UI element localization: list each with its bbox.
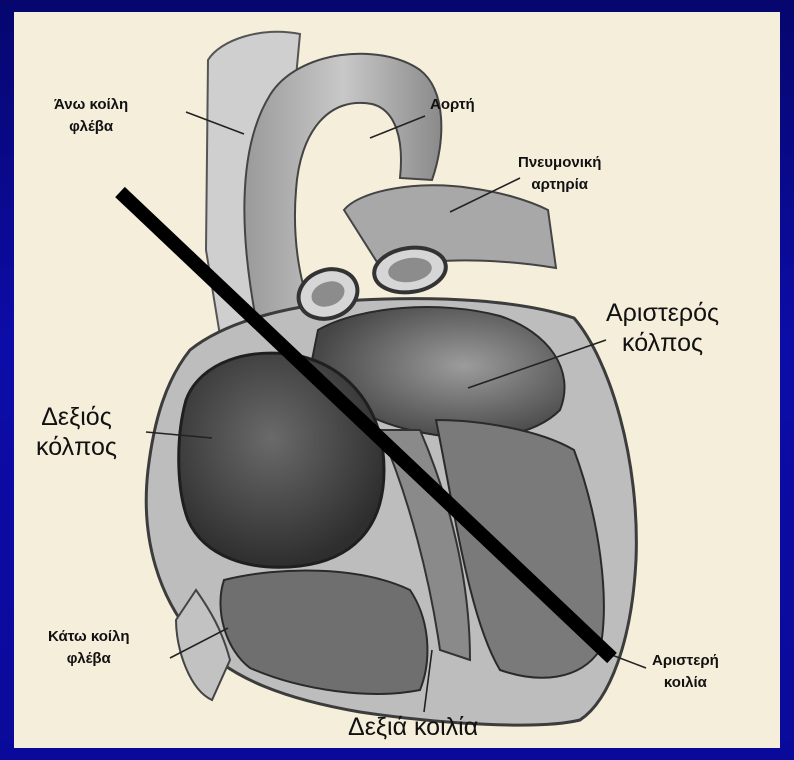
label-right-atrium: Δεξιός κόλπος <box>36 402 117 462</box>
label-left-atrium: Αριστερός κόλπος <box>606 298 719 358</box>
label-pulmonary-artery: Πνευμονική αρτηρία <box>518 152 601 196</box>
label-right-ventricle: Δεξιά κοιλία <box>348 712 478 742</box>
label-inferior-vena-cava: Κάτω κοίλη φλέβα <box>48 626 130 670</box>
label-superior-vena-cava: Άνω κοίλη φλέβα <box>54 94 128 138</box>
label-left-ventricle: Αριστερή κοιλία <box>652 650 719 694</box>
pulmonary-artery-shape <box>344 185 556 270</box>
label-aorta: Αορτή <box>430 94 475 116</box>
right-atrium-shape <box>179 353 384 567</box>
